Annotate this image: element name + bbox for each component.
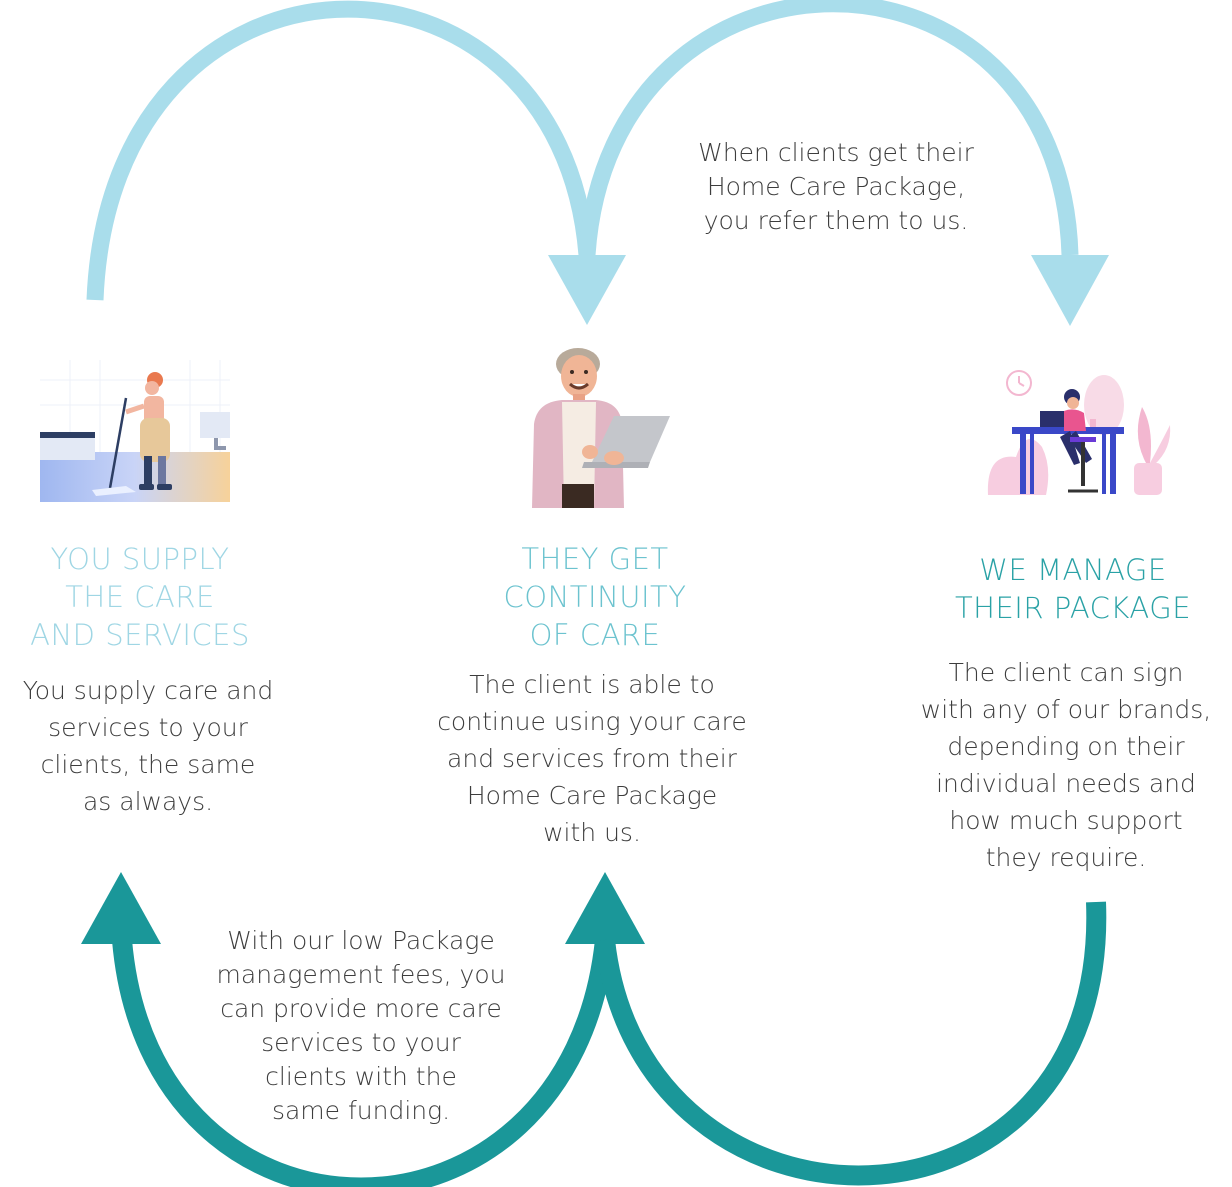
body-line: continue using your care	[437, 707, 747, 736]
step-1-heading: YOU SUPPLY THE CARE AND SERVICES	[20, 540, 260, 654]
arc-bottom-left	[112, 938, 615, 1187]
body-line: The client is able to	[469, 670, 715, 699]
step-2-heading: THEY GET CONTINUITY OF CARE	[475, 540, 715, 654]
cleaner-mopping-icon	[40, 360, 230, 502]
step-3-body: The client can sign with any of our bran…	[900, 654, 1232, 876]
body-line: clients, the same	[40, 750, 256, 779]
heading-line: WE MANAGE	[979, 553, 1167, 587]
arrowhead-top-right	[1031, 255, 1109, 326]
top-arrow-note: When clients get their Home Care Package…	[676, 136, 996, 238]
heading-line: CONTINUITY	[503, 580, 687, 614]
step-3-heading: WE MANAGE THEIR PACKAGE	[935, 551, 1211, 627]
body-line: how much support	[949, 806, 1183, 835]
woman-at-desk-icon	[987, 370, 1171, 495]
body-line: individual needs and	[936, 769, 1196, 798]
arc-bottom-right	[595, 901, 1107, 1186]
heading-line: YOU SUPPLY	[50, 542, 230, 576]
heading-line: AND SERVICES	[30, 618, 250, 652]
body-line: they require.	[985, 843, 1147, 872]
note-line: you refer them to us.	[703, 206, 969, 235]
note-line: When clients get their	[698, 138, 974, 167]
arrowhead-bottom-middle	[565, 872, 645, 944]
note-line: management fees, you	[216, 960, 506, 989]
note-line: services to your	[261, 1028, 461, 1057]
arc-top-right	[578, 0, 1079, 256]
note-line: With our low Package	[227, 926, 495, 955]
body-line: Home Care Package	[466, 781, 718, 810]
heading-line: THEY GET	[521, 542, 669, 576]
body-line: depending on their	[947, 732, 1185, 761]
step-2-body: The client is able to continue using you…	[412, 666, 772, 851]
client-with-laptop-icon	[532, 348, 670, 508]
body-line: and services from their	[447, 744, 737, 773]
note-line: clients with the	[265, 1062, 457, 1091]
note-line: Home Care Package,	[706, 172, 966, 201]
body-line: You supply care and	[22, 676, 274, 705]
note-line: can provide more care	[220, 994, 502, 1023]
step-1-body: You supply care and services to your cli…	[0, 672, 296, 820]
body-line: as always.	[82, 787, 214, 816]
body-line: with us.	[543, 818, 641, 847]
body-line: with any of our brands,	[920, 695, 1212, 724]
heading-line: OF CARE	[529, 618, 661, 652]
body-line: The client can sign	[948, 658, 1184, 687]
bottom-arrow-note: With our low Package management fees, yo…	[196, 924, 526, 1128]
heading-line: THE CARE	[65, 580, 215, 614]
arrowhead-top-left	[548, 255, 626, 325]
note-line: same funding.	[271, 1096, 451, 1125]
heading-line: THEIR PACKAGE	[954, 591, 1192, 625]
arc-top-left	[86, 0, 596, 301]
arrowhead-bottom-left	[81, 872, 161, 944]
body-line: services to your	[48, 713, 248, 742]
